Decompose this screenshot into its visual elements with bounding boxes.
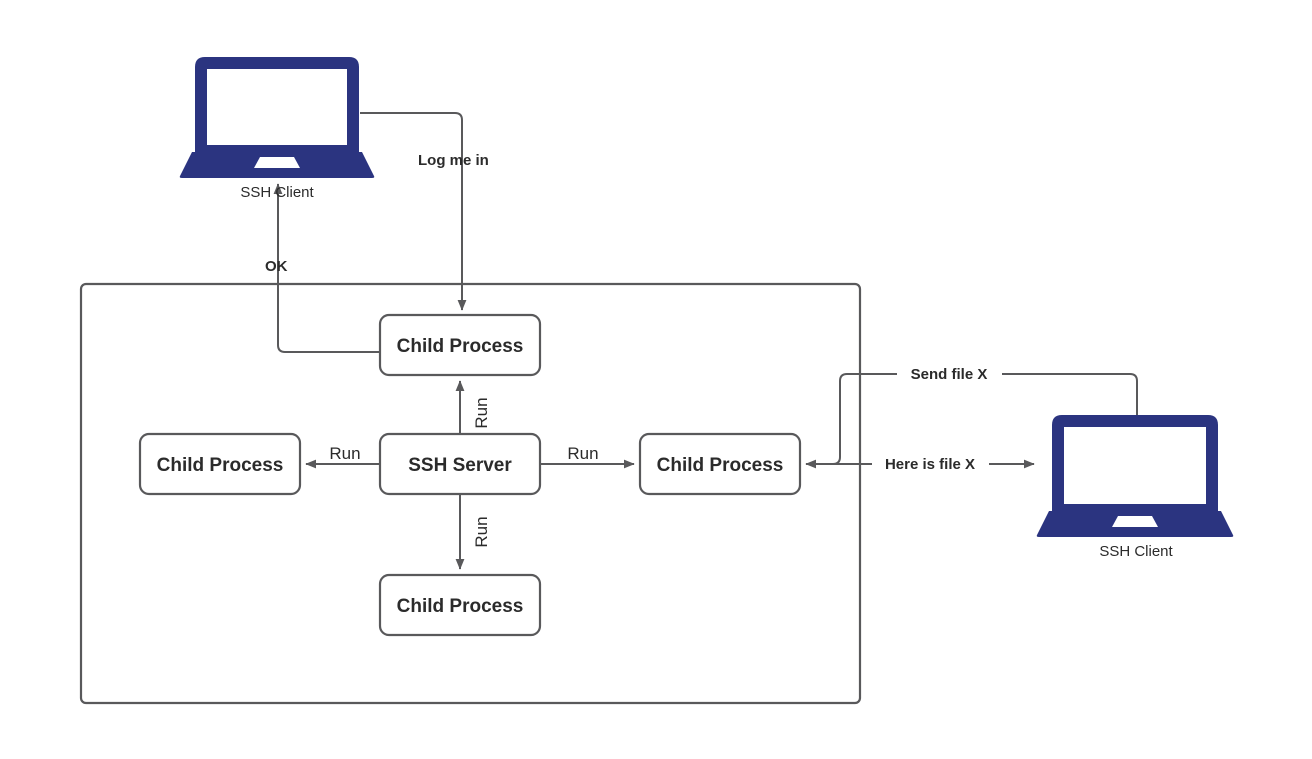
edge-label-run-right: Run xyxy=(567,444,598,463)
child-process-top-label: Child Process xyxy=(397,336,524,357)
edge-label-log-me-in: Log me in xyxy=(418,152,489,169)
child-process-left-label: Child Process xyxy=(157,455,284,476)
child-process-right-box[interactable] xyxy=(638,432,802,496)
edge-label-ok: OK xyxy=(265,258,288,275)
edge-ok xyxy=(273,183,380,353)
here-is-file-label-backing xyxy=(872,453,989,473)
edge-label-run-left: Run xyxy=(329,444,360,463)
edge-label-run-bottom: Run xyxy=(472,516,491,547)
ssh-server-container xyxy=(79,282,862,705)
edge-label-here-is-file-x: Here is file X xyxy=(885,456,975,473)
child-process-bottom-box[interactable] xyxy=(378,573,542,637)
edge-label-run-top: Run xyxy=(472,397,491,428)
child-process-right-label: Child Process xyxy=(657,455,784,476)
edge-label-send-file-x: Send file X xyxy=(911,366,988,383)
child-process-left-box[interactable] xyxy=(138,432,302,496)
ssh-server-label: SSH Server xyxy=(408,455,512,476)
laptop-right-caption: SSH Client xyxy=(1099,543,1173,560)
ssh-server-box[interactable] xyxy=(378,432,542,496)
edge-log-me-in xyxy=(360,112,467,311)
laptop-icon-top[interactable] xyxy=(179,57,375,178)
laptop-icon-right[interactable] xyxy=(1036,415,1234,537)
child-process-bottom-label: Child Process xyxy=(397,596,524,617)
laptop-top-caption: SSH Client xyxy=(240,184,314,201)
send-file-label-backing xyxy=(897,363,1002,383)
child-process-top-box[interactable] xyxy=(378,313,542,377)
